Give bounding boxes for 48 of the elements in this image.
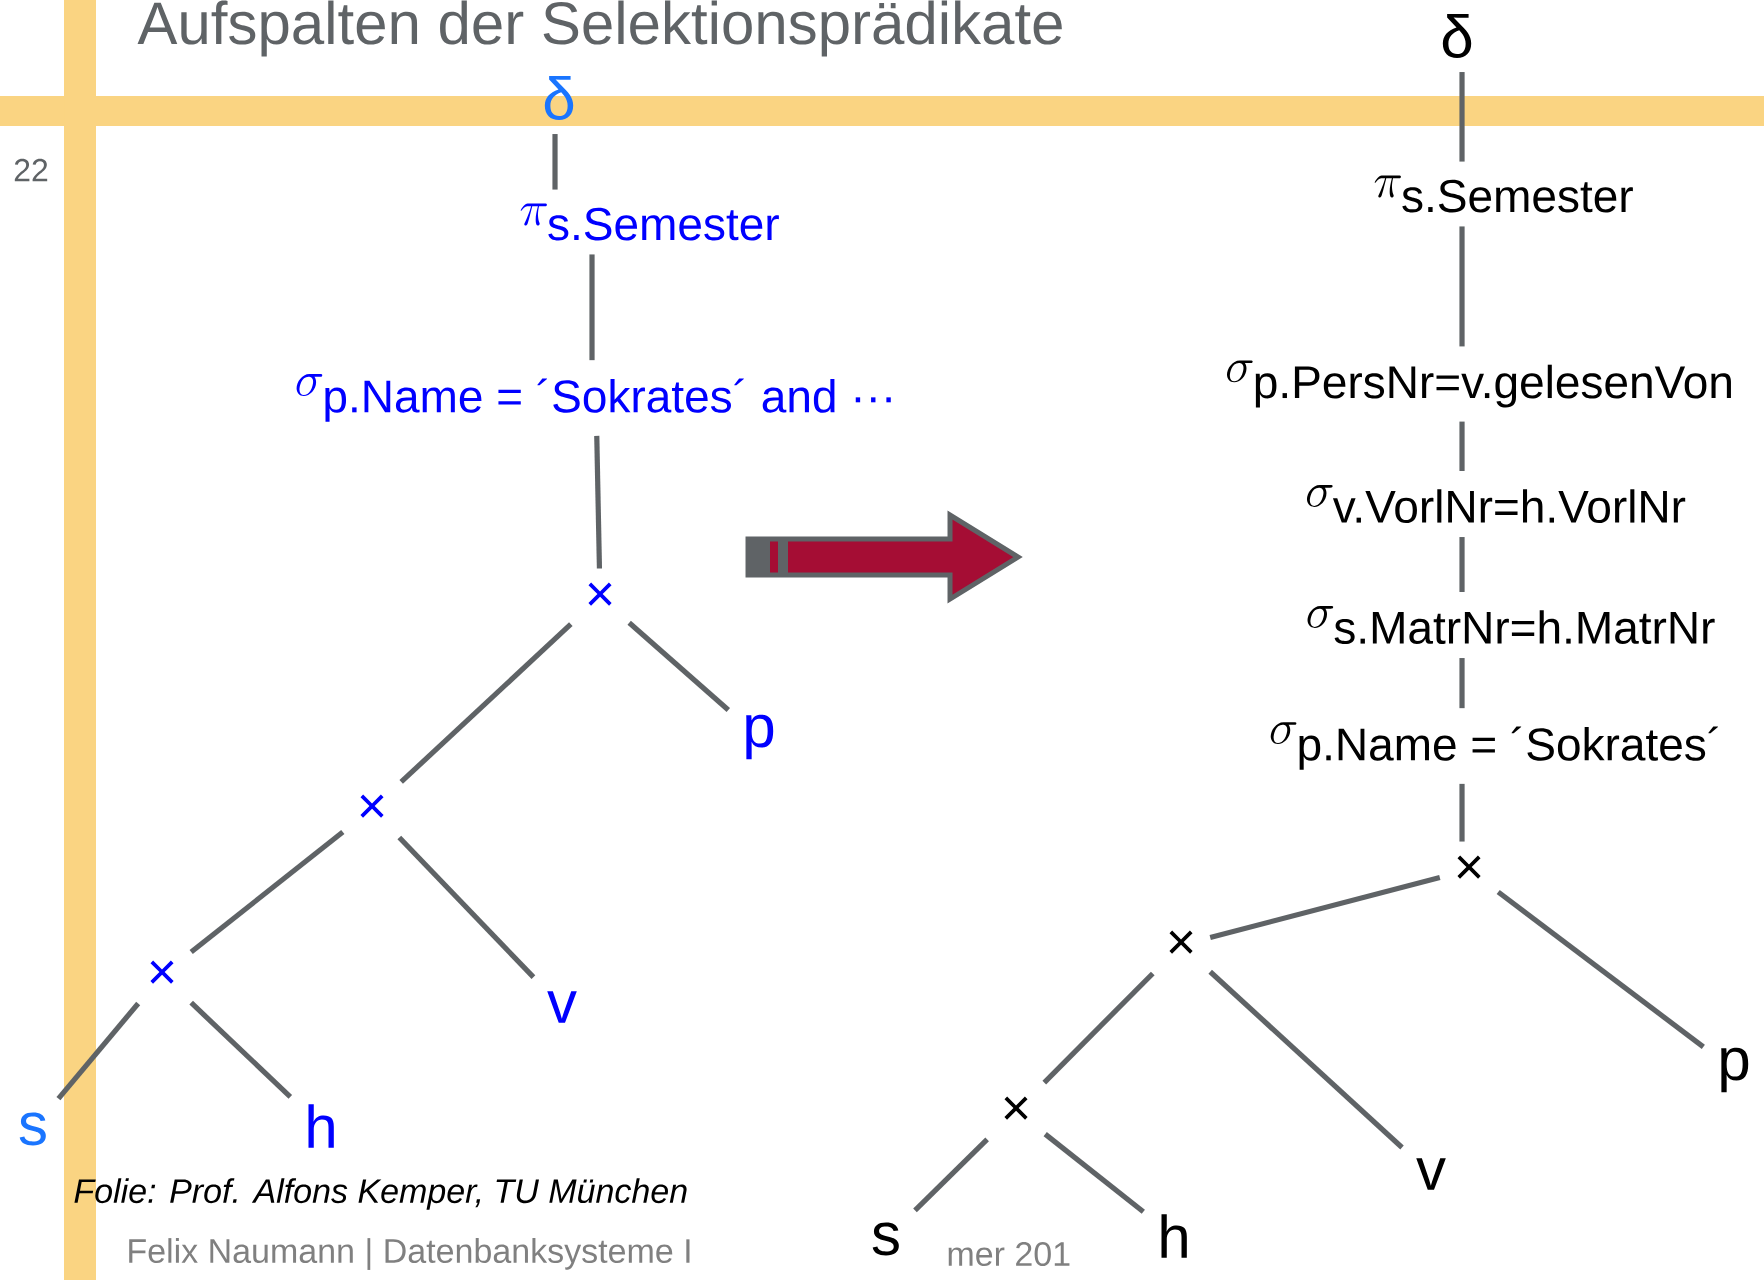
projection-operator: $\pi_{\mbox{s.Semester}}$ xyxy=(520,203,779,241)
slide-title: Aufspalten der Selektionsprädikate xyxy=(137,0,1062,57)
tree-edge xyxy=(1459,658,1465,709)
cross-product-symbol: × xyxy=(1457,855,1481,879)
tree-edge xyxy=(1496,889,1705,1049)
tree-edge xyxy=(1459,226,1465,347)
relation-label: v xyxy=(547,991,577,1023)
cross-product-symbol: × xyxy=(1004,1096,1028,1120)
tree-edge xyxy=(399,622,573,784)
tree-edge xyxy=(1043,1132,1145,1214)
tree-edge xyxy=(627,620,731,712)
tree-edge xyxy=(1459,72,1465,162)
cross-product-symbol: × xyxy=(360,794,384,818)
cross-product-symbol: × xyxy=(588,582,612,606)
footer-text: Felix Naumann | Datenbanksysteme I xyxy=(129,1238,690,1270)
tree-edge xyxy=(1459,783,1465,842)
relation-label: p xyxy=(1721,1047,1749,1093)
tree-edge xyxy=(913,1137,989,1213)
selection-operator: $\sigma_{\mbox{s.MatrNr=h.MatrNr}}$ xyxy=(1307,605,1715,645)
selection-operator: $\sigma_{\mbox{v.VorlNr=h.VorlNr}}$ xyxy=(1306,484,1686,524)
tree-edge xyxy=(397,835,536,979)
relation-label: s xyxy=(19,1112,46,1146)
tree-edge xyxy=(1209,875,1441,940)
relation-label: s xyxy=(872,1222,899,1256)
tree-edge xyxy=(1208,969,1404,1150)
tree-edge xyxy=(189,830,345,954)
relation-label: h xyxy=(308,1104,334,1148)
tree-edge xyxy=(552,134,558,190)
relation-label: h xyxy=(1161,1214,1187,1258)
cross-product-symbol: × xyxy=(150,960,174,984)
tree-edge xyxy=(1459,537,1465,592)
tree-edge xyxy=(56,1001,141,1101)
projection-operator: $\pi_{\mbox{s.Semester}}$ xyxy=(1374,175,1633,213)
selection-operator: $\sigma_{\mbox{p.PersNr=v.gelesenVon}}$ xyxy=(1227,360,1731,408)
selection-operator: $\sigma_{\mbox{p.Name = ´Sokrates´ and ···}}$ xyxy=(296,374,891,422)
relation-label: p xyxy=(746,714,774,760)
tree-edge xyxy=(1459,421,1465,471)
cross-product-symbol: × xyxy=(1169,930,1193,954)
relation-label: v xyxy=(1416,1158,1446,1190)
tree-edge xyxy=(589,254,595,361)
delta-operator: δ xyxy=(1442,13,1472,59)
tree-edge xyxy=(1042,971,1155,1085)
source-credit: Folie: Prof. Alfons Kemper, TU München xyxy=(74,1178,687,1210)
selection-operator: $\sigma_{\mbox{p.Name = ´Sokrates´}}$ xyxy=(1270,722,1718,770)
tree-edge xyxy=(189,1000,293,1099)
tree-edge xyxy=(594,435,603,569)
page-number: 22 xyxy=(14,158,48,182)
footer-text: mer 201 xyxy=(948,1242,1070,1267)
